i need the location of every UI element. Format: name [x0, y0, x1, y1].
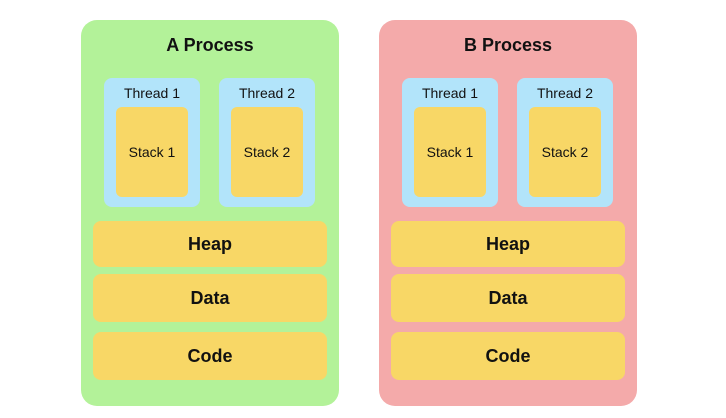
process-a-thread-1: Thread 1 Stack 1: [104, 78, 200, 207]
process-b-thread-2: Thread 2 Stack 2: [517, 78, 613, 207]
process-a-heap-segment: Heap: [93, 221, 327, 267]
process-a-title: A Process: [166, 35, 254, 55]
process-b-title: B Process: [463, 35, 553, 55]
process-b-data-segment: Data: [391, 274, 625, 322]
stack-box: Stack 1: [116, 107, 188, 197]
process-b-heap-segment: Heap: [391, 221, 625, 267]
process-b-code-segment: Code: [391, 332, 625, 380]
process-b-box: B Process Thread 1 Stack 1 Thread 2 Stac…: [379, 20, 637, 406]
process-a-thread-2: Thread 2 Stack 2: [219, 78, 315, 207]
thread-label: Thread 1: [123, 85, 181, 101]
thread-label: Thread 2: [238, 85, 296, 101]
stack-box: Stack 2: [231, 107, 303, 197]
process-a-box: A Process Thread 1 Stack 1 Thread 2 Stac…: [81, 20, 339, 406]
thread-label: Thread 1: [421, 85, 479, 101]
process-b-thread-1: Thread 1 Stack 1: [402, 78, 498, 207]
thread-label: Thread 2: [536, 85, 594, 101]
process-a-data-segment: Data: [93, 274, 327, 322]
stack-box: Stack 1: [414, 107, 486, 197]
process-a-code-segment: Code: [93, 332, 327, 380]
stack-box: Stack 2: [529, 107, 601, 197]
